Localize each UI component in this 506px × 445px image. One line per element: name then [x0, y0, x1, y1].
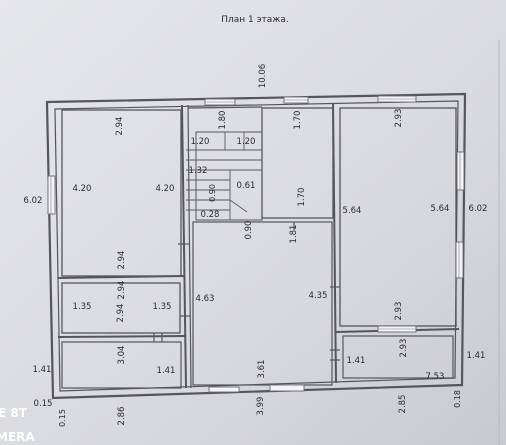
hall-side-label: 1.81: [289, 225, 299, 244]
stair-run-label: 1.32: [189, 166, 208, 176]
tl-right-label: 4.20: [156, 184, 175, 194]
br-area-label: 7.53: [426, 372, 445, 382]
bottom-dim-e: 2.85: [398, 395, 408, 414]
br-top-label: 2.93: [399, 339, 409, 358]
util-top-label: 2.94: [117, 281, 127, 300]
tr-right-label: 5.64: [431, 204, 450, 214]
small-side-label: 1.70: [297, 188, 307, 207]
stair-top-label: 1.80: [218, 111, 228, 130]
br-right-label: 1.41: [467, 351, 486, 361]
bottom-dim-b: 0.15: [58, 409, 67, 427]
tr-bottom-label: 2.93: [394, 302, 404, 321]
hall-bottom-label: 3.61: [257, 360, 267, 379]
bl-left-label: 1.41: [33, 365, 52, 375]
bottom-dim-c: 2.86: [117, 407, 127, 426]
tl-left-label: 4.20: [73, 184, 92, 194]
bl-right-label: 1.41: [157, 366, 176, 376]
util-right-label: 1.35: [153, 302, 172, 312]
bottom-dim-a: 0.15: [34, 399, 53, 409]
bl-top-label: 3.04: [117, 346, 127, 365]
util-mid-label: 2.94: [116, 304, 126, 323]
stair-w-left-label: 1.20: [191, 137, 210, 147]
camera-watermark-line1: E 8T: [0, 406, 28, 420]
hall-left-label: 4.63: [196, 294, 215, 304]
br-left-label: 1.41: [347, 356, 366, 366]
small-top-label: 1.70: [293, 111, 303, 130]
util-left-label: 1.35: [73, 302, 92, 312]
stair-landing-label: 0.28: [201, 210, 220, 220]
bottom-dim-f: 0.18: [453, 390, 462, 408]
tl-top-label: 2.94: [115, 117, 125, 136]
camera-watermark-line2: MERA: [0, 430, 35, 444]
stair-flight-a-label: 0.90: [208, 184, 217, 202]
tr-top-label: 2.93: [394, 109, 404, 128]
stair-below-label: 0.90: [244, 221, 254, 240]
overall-height-left-label: 6.02: [24, 196, 43, 206]
stair-treads: [186, 131, 262, 220]
bottom-dim-d: 3.99: [256, 397, 266, 416]
door-marks: [153, 222, 340, 361]
plan-title: План 1 этажа.: [221, 15, 289, 25]
hall-right-label: 4.35: [309, 291, 328, 301]
overall-width-label: 10.06: [258, 64, 268, 88]
stair-flight-b-label: 0.61: [237, 181, 256, 191]
tr-left-label: 5.64: [343, 206, 362, 216]
window-hatch: [50, 98, 461, 330]
stair-w-right-label: 1.20: [237, 137, 256, 147]
overall-height-right-label: 6.02: [469, 204, 488, 214]
tl-bottom-label: 2.94: [117, 251, 127, 270]
